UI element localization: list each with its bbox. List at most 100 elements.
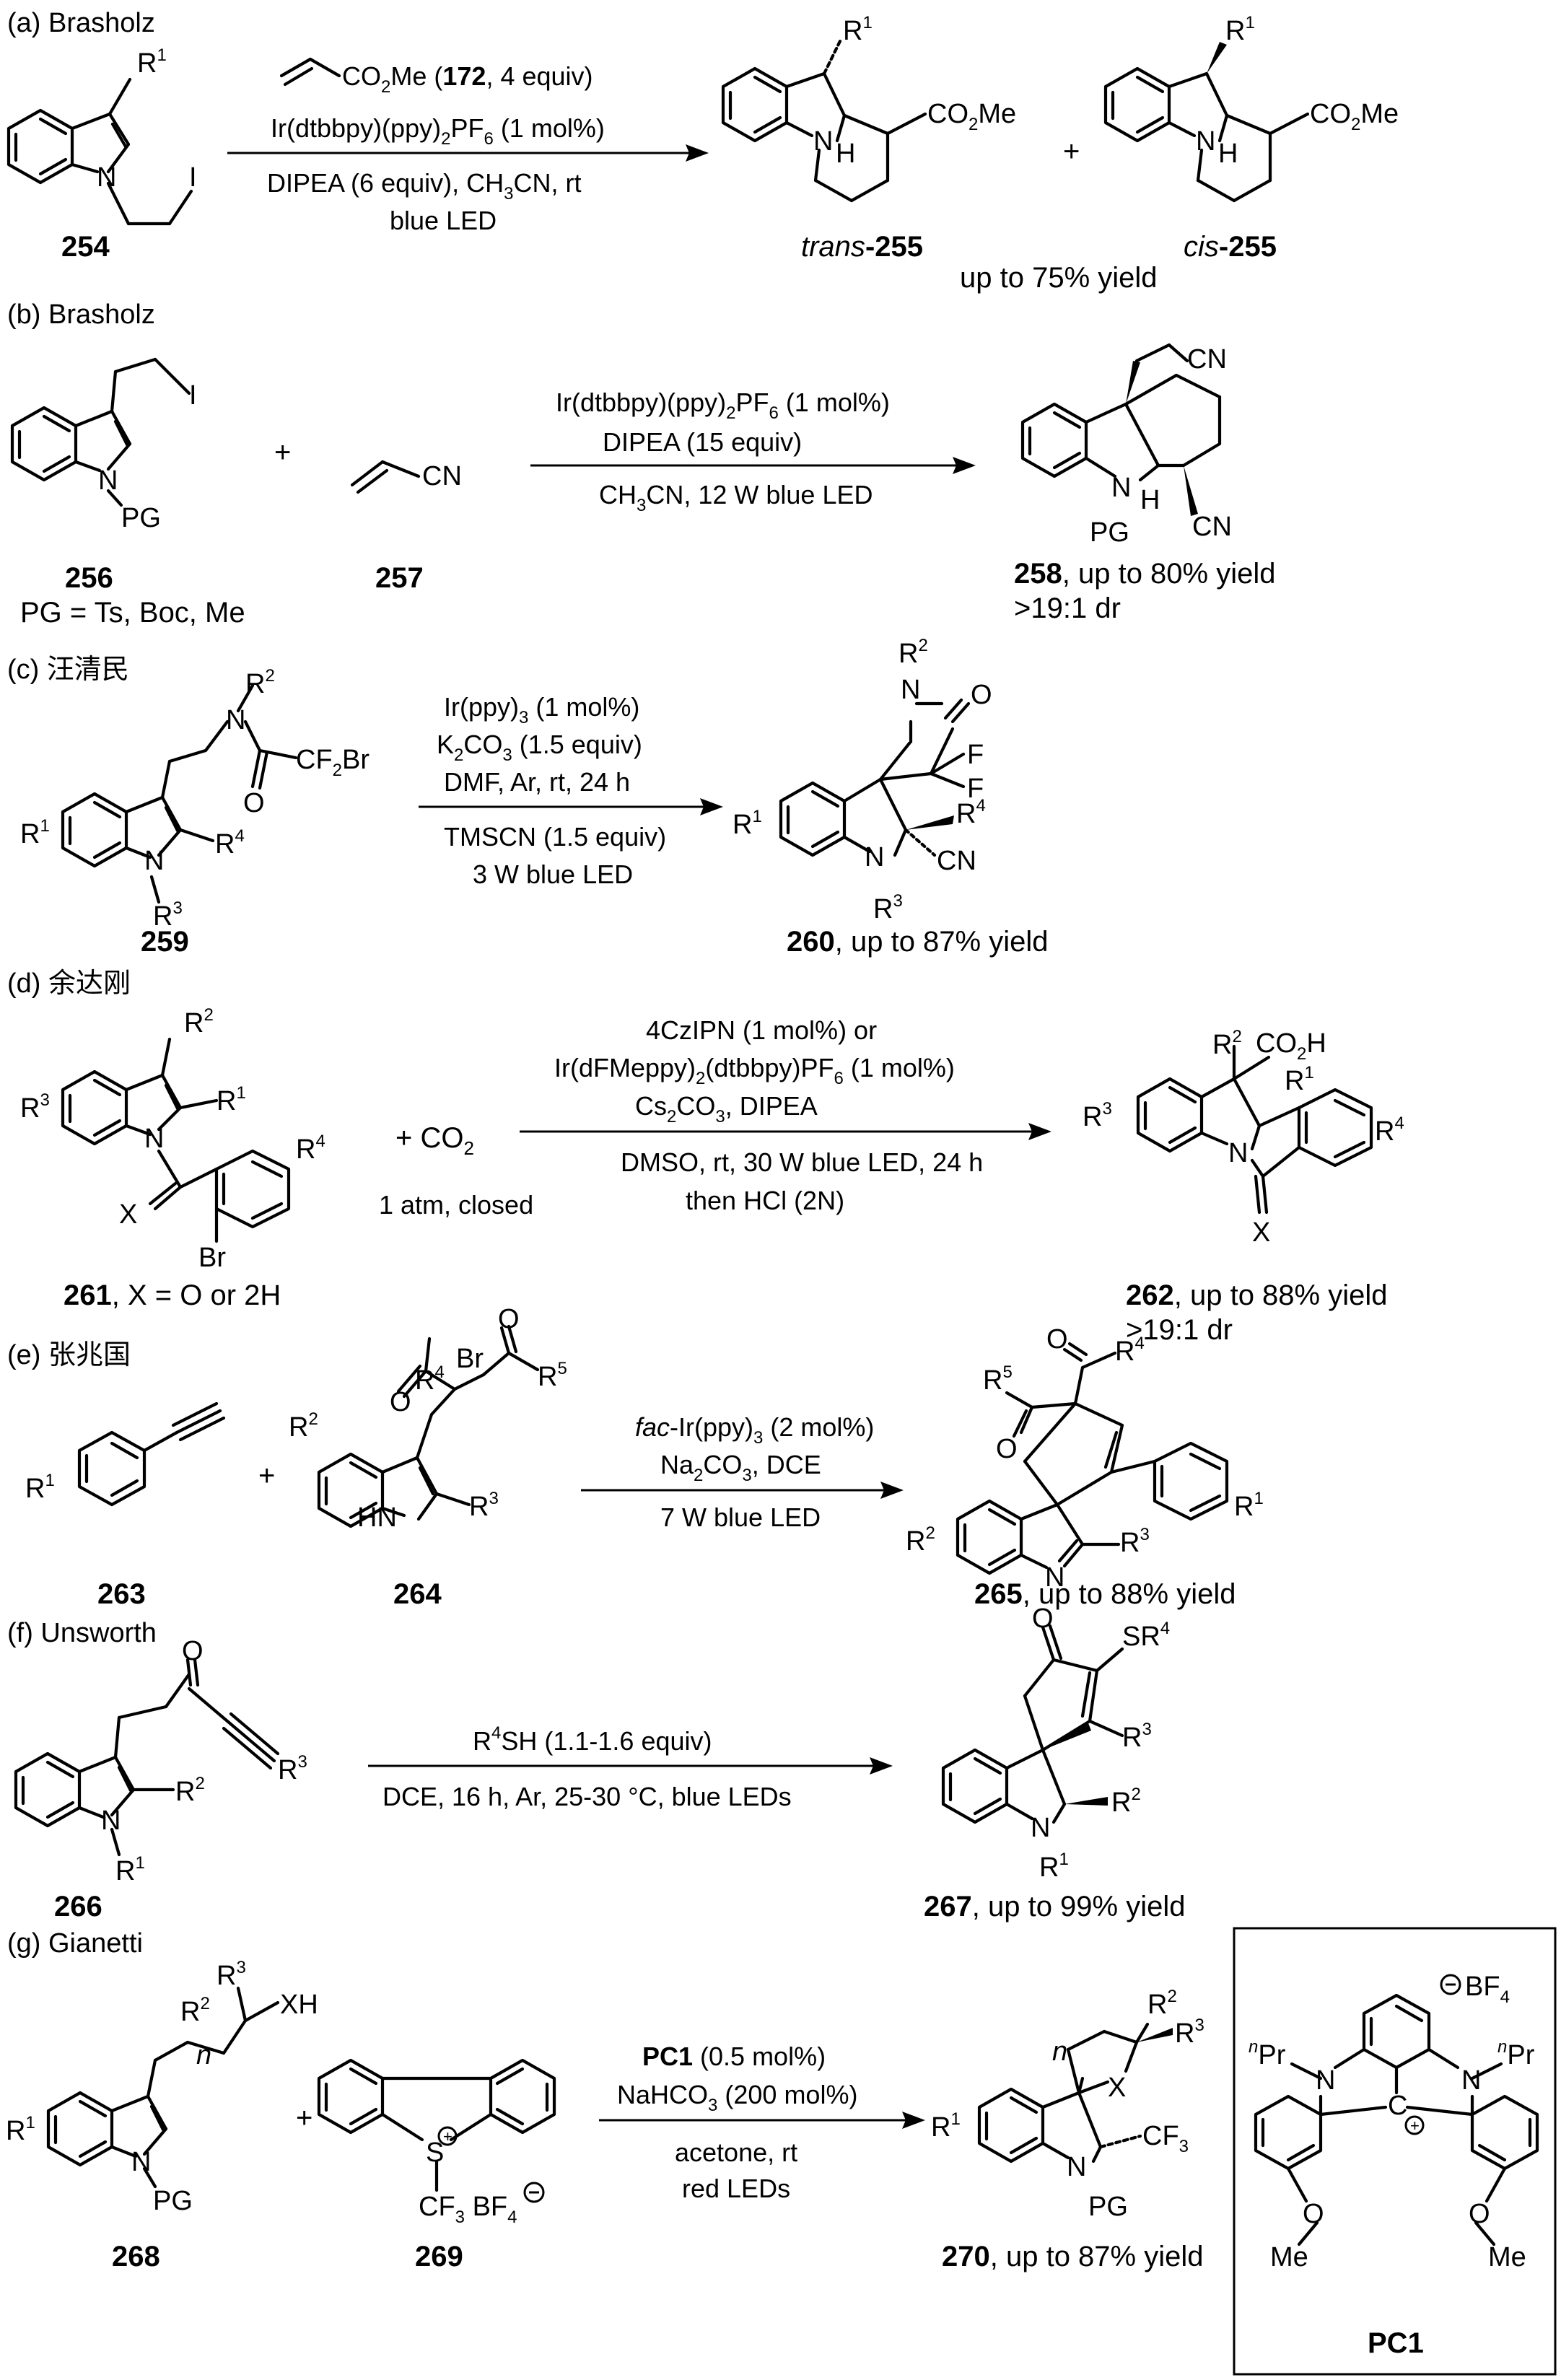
protecting-group: PG (1088, 2192, 1128, 2222)
r1-label: R1 (115, 1853, 145, 1886)
r2-label: R2 (289, 1409, 318, 1443)
cf3-bf4-group: CF3 BF4 (419, 2192, 517, 2227)
nh-group: HN (357, 1502, 397, 1533)
atom-o: O (1303, 2199, 1324, 2229)
panel-d: (d) 余达刚 R2 R3 N R1 X R4 Br 261, X = O or… (7, 968, 1404, 1346)
cation-charge-icon: + (1410, 2117, 1420, 2135)
atom-o: O (182, 1636, 204, 1666)
atom-n: N (813, 126, 833, 157)
anion-charge-icon (523, 2182, 545, 2203)
product-265-structure (956, 1342, 1229, 1575)
compound-trans-255-label: trans-255 (801, 231, 923, 263)
compound-261-structure (61, 1037, 291, 1243)
condition-solvent: DMSO, rt, 30 W blue LED, 24 h (621, 1147, 983, 1177)
atom-n: N (226, 705, 245, 735)
product-267-structure (941, 1624, 1124, 1824)
compound-269-structure (317, 2058, 556, 2192)
r2-label: R2 (245, 666, 275, 699)
carbocation-c: C (1388, 2091, 1407, 2121)
atom-n: N (1031, 1813, 1050, 1843)
atom-n: N (1045, 1562, 1064, 1593)
sr4-group: SR4 (1122, 1619, 1170, 1652)
compound-260-label: 260, up to 87% yield (787, 926, 1049, 958)
atom-h: H (836, 139, 855, 169)
condition-additive: TMSCN (1.5 equiv) (444, 822, 666, 852)
atom-n: N (144, 1124, 164, 1154)
condition-base: K2CO3 (1.5 equiv) (437, 730, 642, 765)
r3-label: R3 (1175, 2016, 1204, 2049)
r1-label: R1 (733, 807, 762, 840)
compound-254-number: 254 (61, 231, 110, 263)
compound-259-number: 259 (141, 926, 189, 958)
condition-solvent: DCE, 16 h, Ar, 25-30 °C, blue LEDs (382, 1782, 792, 1811)
atom-n: N (1461, 2065, 1481, 2096)
r1-label: R1 (20, 816, 50, 849)
r1-label: R1 (1234, 1489, 1264, 1522)
atom-n: N (1228, 1138, 1248, 1168)
atom-o: O (996, 1434, 1018, 1464)
nitrile-group: CN (422, 461, 462, 491)
condition-catalyst: Ir(ppy)3 (1 mol%) (444, 692, 639, 727)
r4-label: R4 (296, 1132, 325, 1165)
r2-label: R2 (906, 1523, 935, 1557)
r3-label: R3 (873, 891, 903, 924)
compound-266-number: 266 (54, 1891, 102, 1922)
panel-c-label: (c) 汪清民 (7, 655, 129, 685)
dr-text: >19:1 dr (1014, 592, 1121, 624)
r3-label: R3 (1122, 1720, 1152, 1753)
product-262-structure (1136, 1044, 1373, 1215)
condition-base: Cs2CO3, DIPEA (635, 1091, 818, 1126)
atom-n: N (98, 465, 118, 496)
compound-266-structure (14, 1658, 280, 1857)
npr-group: nPr (1497, 2037, 1535, 2070)
atom-n: N (1316, 2065, 1335, 2096)
panel-g: (g) Gianetti R2 R3 XH n R1 N PG 268 + (6, 1927, 1557, 2376)
r3-label: R3 (1120, 1525, 1150, 1558)
compound-259-structure (61, 683, 298, 904)
plus-sign: + (1063, 136, 1080, 167)
methyl-group: Me (1270, 2242, 1308, 2272)
pg-note: PG = Ts, Boc, Me (20, 597, 245, 629)
atom-o: O (1469, 2199, 1490, 2229)
methyl-group: Me (1488, 2242, 1526, 2272)
atom-o: O (1032, 1604, 1054, 1634)
atom-o: O (971, 680, 992, 710)
condition-catalyst-1: 4CzIPN (1 mol%) or (646, 1015, 877, 1045)
plus-sign: + (274, 437, 291, 468)
condition-base: NaHCO3 (200 mol%) (617, 2080, 857, 2115)
r4-label: R4 (1115, 1334, 1145, 1367)
condition-base-solvent: DIPEA (6 equiv), CH3CN, rt (267, 168, 581, 204)
condition-base: Na2CO3, DCE (660, 1450, 821, 1485)
condition-workup: then HCl (2N) (686, 1186, 844, 1215)
ester-group: CO2Me (1310, 99, 1399, 134)
atom-i: I (189, 380, 197, 411)
condition-light: red LEDs (682, 2174, 790, 2203)
r3-label: R3 (278, 1752, 307, 1785)
r3-label: R3 (20, 1090, 50, 1124)
panel-e: (e) 张兆国 R1 263 + R2 R4 O Br (7, 1304, 1264, 1610)
pc1-structure (1254, 1993, 1539, 2246)
atom-n: N (97, 162, 116, 193)
pc1-label: PC1 (1368, 2327, 1424, 2359)
product-270-structure (977, 2022, 1173, 2164)
methyl-acrylate-structure (279, 57, 341, 87)
atom-o: O (243, 788, 265, 818)
yield-text: up to 75% yield (960, 262, 1158, 294)
plus-sign: + (296, 2102, 312, 2134)
atom-r: R1 (843, 13, 873, 46)
condition-light: 3 W blue LED (473, 859, 633, 889)
product-trans-255-structure (721, 38, 927, 203)
r1-label: R1 (217, 1083, 246, 1116)
r2-label: R2 (898, 636, 928, 669)
r2-label: R2 (175, 1774, 205, 1807)
atom-n: N (101, 1806, 121, 1836)
condition-solvent: DMF, Ar, rt, 24 h (444, 767, 630, 797)
condition-solvent: acetone, rt (675, 2138, 797, 2167)
panel-e-label: (e) 张兆国 (7, 1340, 131, 1370)
atom-n: N (131, 2147, 151, 2177)
compound-268-structure (46, 1986, 280, 2189)
atom-r: R1 (137, 45, 167, 79)
r5-label: R5 (983, 1362, 1013, 1396)
panel-d-label: (d) 余达刚 (7, 968, 131, 999)
